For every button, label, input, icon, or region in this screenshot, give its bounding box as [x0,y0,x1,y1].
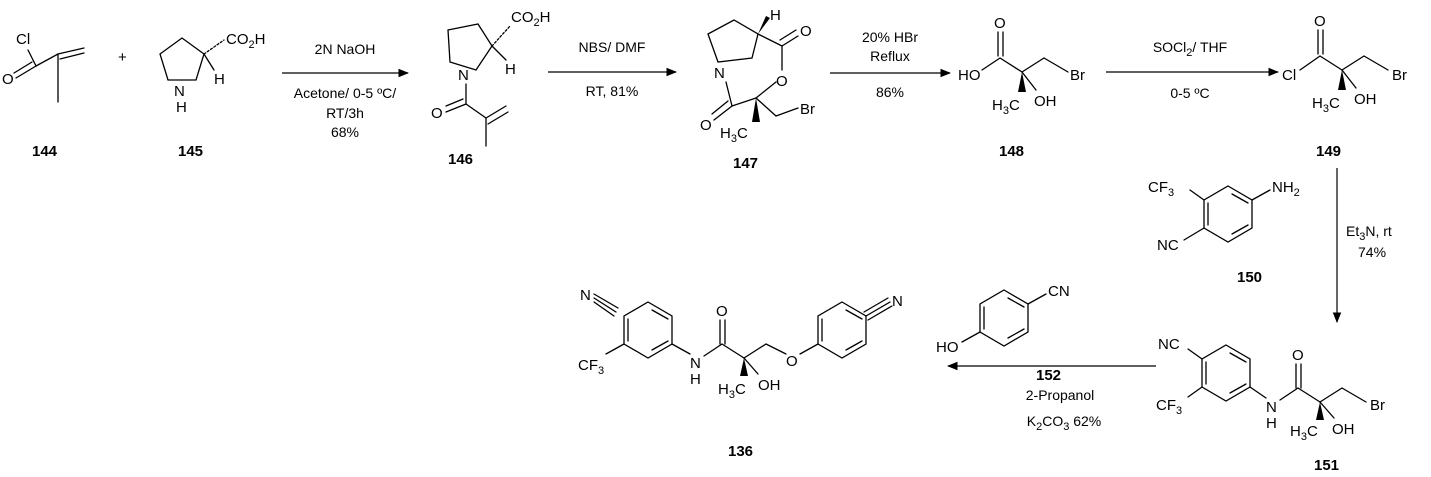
group-h3c-151: H3C [1290,423,1318,443]
atom-oh-148: OH [1034,93,1057,110]
atom-o-147c: O [700,117,712,134]
atom-br-151: Br [1370,397,1385,414]
group-nh2-150: NH2 [1272,179,1300,199]
atom-o-147a: O [800,23,812,40]
atom-o-151: O [1292,347,1304,364]
atom-nh-h: H [176,99,187,116]
compound-label-145: 145 [178,143,203,160]
atom-br-149: Br [1392,67,1407,84]
cond-1-below-2: RT/3h [326,105,364,121]
group-nc-150: NC [1157,237,1179,254]
cond-5-line-2: 74% [1358,244,1386,260]
atom-o-136b: O [786,353,798,370]
atom-ho-148: HO [958,67,981,84]
atom-o-146: O [431,105,443,122]
atom-br-148: Br [1070,67,1085,84]
cond-5-line-1: Et3N, rt [1346,223,1392,243]
compound-145-structure: N H CO2H H [159,31,265,116]
group-h3c-147: H3C [720,125,748,145]
plus-sign: + [118,49,127,66]
atom-n-146: N [458,67,469,84]
atom-o-136a: O [716,303,728,320]
compound-label-146: 146 [448,151,473,168]
compound-150-structure: CF3 NH2 NC [1148,179,1300,254]
atom-nh-136: N [690,355,701,372]
atom-n-136: N [580,287,591,304]
atom-o-149: O [1314,13,1326,30]
cond-3-above-2: Reflux [870,48,910,64]
compound-label-147: 147 [733,155,758,172]
group-h3c-136: H3C [718,381,746,401]
group-nc-151: NC [1158,336,1180,353]
cond-4-above: SOCl2/ THF [1153,39,1227,59]
cond-3-below: 86% [876,84,904,100]
group-ho-152: HO [936,339,959,356]
cond-3-above-1: 20% HBr [862,29,918,45]
cond-6-above: 2-Propanol [1026,387,1095,403]
atom-h-146: H [505,61,516,78]
compound-144-structure: Cl O [2,31,85,103]
compound-label-144: 144 [32,143,58,160]
cond-2-below: RT, 81% [586,83,639,99]
atom-cl-149: Cl [1282,67,1296,84]
atom-nh: N [174,83,185,100]
cond-6-below: K2CO3 62% [1027,413,1102,433]
compound-label-149: 149 [1316,143,1341,160]
atom-cl: Cl [16,31,30,48]
compound-label-136: 136 [728,443,753,460]
cond-1-below-3: 68% [331,124,359,140]
atom-h-151: H [1266,415,1277,432]
group-cf3-136: CF3 [578,357,604,377]
atom-oh-149: OH [1354,91,1377,108]
atom-oh-151: OH [1332,421,1355,438]
compound-148-structure: O HO Br H3C OH [958,15,1085,117]
compound-136-structure: N CF3 N H O H3C OH O N [578,287,903,401]
atom-o-148: O [994,15,1006,32]
atom-h-147: H [770,7,781,24]
group-co2h-146: CO2H [511,9,550,29]
compound-label-150: 150 [1237,269,1262,286]
atom-o-147b: O [776,73,788,90]
group-h3c-149: H3C [1312,95,1340,115]
compound-label-148: 148 [999,143,1024,160]
atom-h-145: H [214,71,225,88]
compound-152-structure: HO CN [936,283,1070,356]
atom-o: O [2,71,14,88]
group-co2h: CO2H [226,31,265,51]
atom-nh-151: N [1266,399,1277,416]
atom-n-147: N [714,65,725,82]
group-cn-152: CN [1048,283,1070,300]
atom-h-136: H [690,371,701,388]
cond-1-below-1: Acetone/ 0-5 ºC/ [294,85,396,101]
cond-1-above: 2N NaOH [315,41,376,57]
compound-label-152: 152 [1036,367,1061,384]
atom-oh-136: OH [758,377,781,394]
group-cf3-150: CF3 [1148,179,1174,199]
atom-br-147: Br [800,101,815,118]
compound-146-structure: N CO2H H O [431,9,550,147]
compound-147-structure: N H O O O H3C Br [700,7,815,145]
group-cf3-151: CF3 [1156,397,1182,417]
atom-n-136b: N [892,293,903,310]
cond-4-below: 0-5 ºC [1170,85,1209,101]
group-h3c-148: H3C [992,97,1020,117]
compound-149-structure: O Cl Br H3C OH [1282,13,1407,115]
compound-label-151: 151 [1314,457,1339,474]
cond-2-above: NBS/ DMF [579,39,646,55]
compound-151-structure: NC CF3 N H O Br H3C OH [1156,336,1385,443]
